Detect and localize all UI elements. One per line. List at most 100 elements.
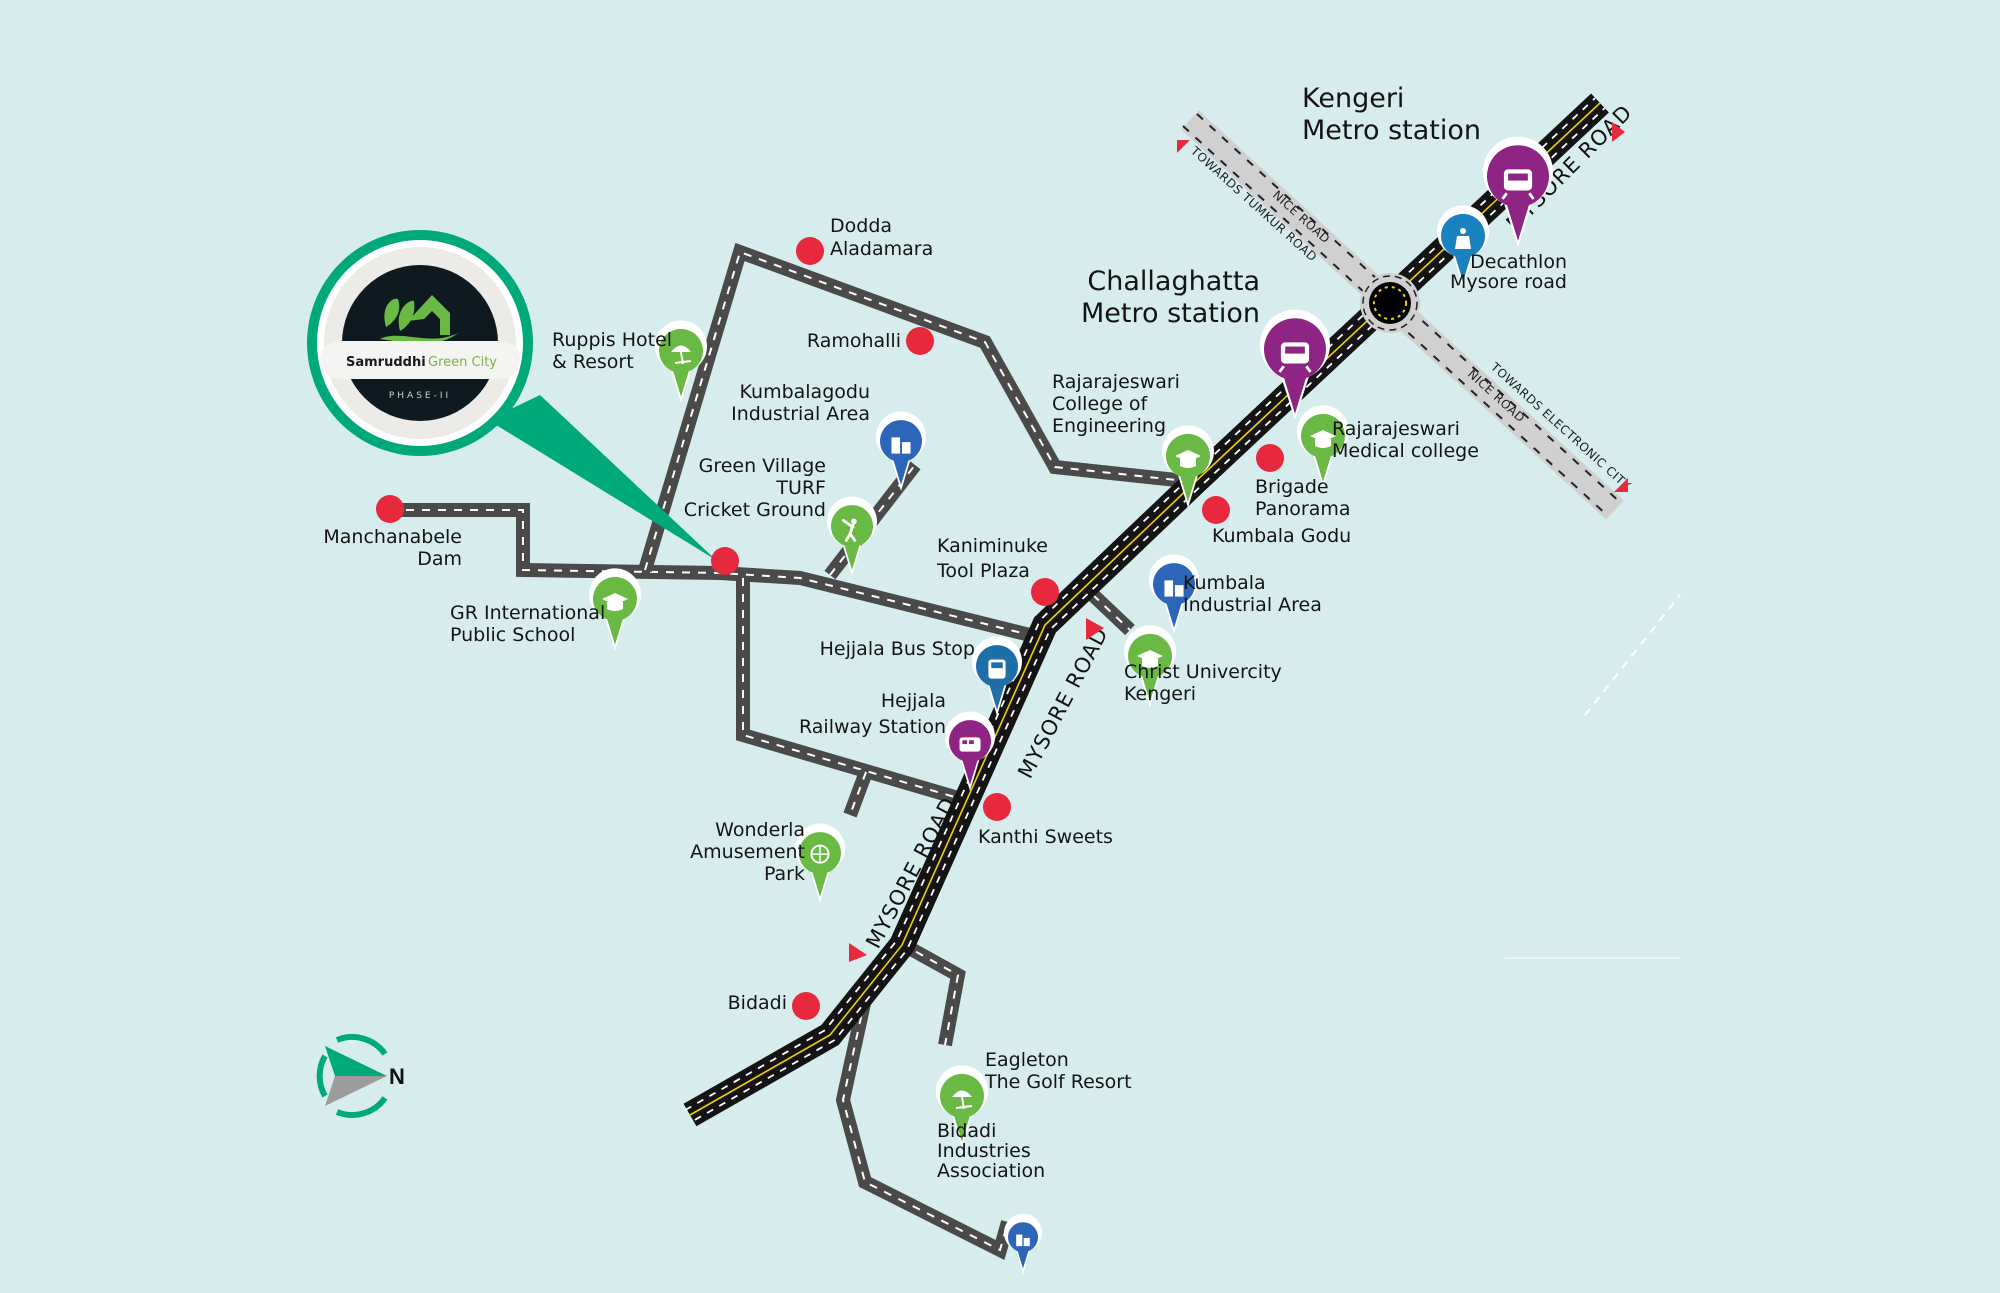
marker-dot-bidadi[interactable] bbox=[792, 992, 820, 1020]
minor-road bbox=[1088, 589, 1135, 636]
label-line: Medical college bbox=[1332, 440, 1479, 462]
pin-hejjala-rail[interactable] bbox=[945, 711, 995, 791]
pin-ruppis[interactable] bbox=[655, 320, 707, 403]
label-line: Hejjala bbox=[881, 690, 946, 712]
label-line: Kumbala bbox=[1183, 572, 1266, 594]
pin-wonderla[interactable] bbox=[795, 823, 845, 903]
graduation-cap-icon bbox=[1310, 430, 1336, 448]
label-line: The Golf Resort bbox=[984, 1071, 1132, 1093]
pin-kengeri-metro[interactable] bbox=[1483, 136, 1553, 247]
logo-name-bold: Samruddhi bbox=[346, 355, 426, 370]
label-line: GR International bbox=[450, 602, 605, 624]
label-line: Hejjala Bus Stop bbox=[820, 638, 975, 660]
label-line: Metro station bbox=[1081, 298, 1260, 329]
logo-name-accent: Green City bbox=[428, 355, 497, 370]
marker-dot-manchanabele[interactable] bbox=[376, 495, 404, 523]
minor-road bbox=[835, 983, 1015, 1261]
beach-umbrella-icon bbox=[671, 345, 692, 365]
landmark-dots bbox=[376, 237, 1284, 1020]
pin-hejjala-bus[interactable] bbox=[972, 636, 1022, 716]
marker-dot-ramohalli[interactable] bbox=[906, 327, 934, 355]
label-line: & Resort bbox=[552, 351, 634, 373]
direction-arrow-mysore-south bbox=[849, 943, 867, 962]
label-line: TURF bbox=[775, 477, 826, 499]
label-line: Ramohalli bbox=[807, 330, 901, 352]
label-line: Tool Plaza bbox=[936, 560, 1030, 582]
label-line: Bidadi bbox=[937, 1120, 996, 1142]
label-line: Kaniminuke bbox=[937, 535, 1048, 557]
label-line: Eagleton bbox=[985, 1049, 1069, 1071]
label-line: Kengeri bbox=[1124, 683, 1196, 705]
minor-road-centerline bbox=[901, 943, 960, 1046]
marker-dot-project-site[interactable] bbox=[711, 547, 739, 575]
label-line: Industrial Area bbox=[731, 403, 870, 425]
label-line: Rajarajeswari bbox=[1052, 371, 1180, 393]
label-line: Green Village bbox=[699, 455, 826, 477]
metro-train-icon bbox=[1278, 342, 1312, 373]
logo-name-banner bbox=[320, 341, 520, 379]
direction-arrow-mysore-mid bbox=[1086, 618, 1104, 640]
label-line: Brigade bbox=[1255, 476, 1329, 498]
marker-dot-brigade-panorama[interactable] bbox=[1256, 444, 1284, 472]
highway-centerline bbox=[689, 102, 1601, 1116]
label-bidadi: Bidadi bbox=[728, 992, 787, 1014]
minor-road-centerline bbox=[849, 771, 867, 816]
label-line: Public School bbox=[450, 624, 575, 646]
label-line: Bidadi bbox=[728, 992, 787, 1014]
pin-challaghatta-metro[interactable] bbox=[1260, 309, 1330, 420]
label-line: Kanthi Sweets bbox=[978, 826, 1113, 848]
marker-dot-dodda-aladamara[interactable] bbox=[796, 237, 824, 265]
label-line: Association bbox=[937, 1160, 1045, 1182]
label-line: Mysore road bbox=[1450, 271, 1567, 293]
graduation-cap-icon bbox=[602, 593, 628, 611]
label-line: Panorama bbox=[1255, 498, 1351, 520]
pin-green-village[interactable] bbox=[827, 496, 877, 576]
train-icon bbox=[959, 737, 981, 752]
label-line: Engineering bbox=[1052, 415, 1166, 437]
label-line: Wonderla bbox=[715, 819, 805, 841]
marker-dot-kanthi-sweets[interactable] bbox=[983, 793, 1011, 821]
label-line: Kengeri bbox=[1302, 83, 1404, 114]
label-hejjala-bus: Hejjala Bus Stop bbox=[820, 638, 975, 660]
logo-phase: PHASE-II bbox=[389, 391, 451, 401]
pin-decathlon[interactable] bbox=[1437, 205, 1489, 288]
marker-dot-kaniminuke[interactable] bbox=[1031, 578, 1059, 606]
direction-arrow-tumkur bbox=[1177, 140, 1190, 153]
marker-dot-kumbala-godu[interactable] bbox=[1202, 496, 1230, 524]
label-line: Dam bbox=[417, 548, 462, 570]
pin-christ-university[interactable] bbox=[1124, 625, 1176, 708]
pin-kumbala-industrial[interactable] bbox=[1149, 554, 1199, 634]
pin-eagleton[interactable] bbox=[936, 1065, 988, 1148]
label-line: Challaghatta bbox=[1087, 266, 1260, 297]
minor-road-centerline bbox=[644, 250, 1196, 571]
pin-rr-medical[interactable] bbox=[1297, 405, 1349, 488]
roundabout bbox=[1360, 273, 1420, 333]
label-kumbala-godu: Kumbala Godu bbox=[1212, 525, 1351, 547]
compass-arrow-lower bbox=[325, 1076, 387, 1106]
project-logo-badge[interactable]: Samruddhi Green City PHASE-II bbox=[307, 230, 533, 456]
label-line: Christ Univercity bbox=[1124, 661, 1282, 683]
pin-rr-engineering[interactable] bbox=[1162, 425, 1214, 508]
pin-bidadi-industries[interactable] bbox=[1004, 1213, 1042, 1275]
pin-kumbalagodu-industrial[interactable] bbox=[876, 411, 926, 491]
label-line: Manchanabele bbox=[323, 526, 462, 548]
north-label: N bbox=[389, 1064, 405, 1089]
label-line: Decathlon bbox=[1470, 251, 1567, 273]
label-line: Rajarajeswari bbox=[1332, 418, 1460, 440]
pin-gr-school[interactable] bbox=[589, 568, 641, 651]
label-ruppis: Ruppis Hotel& Resort bbox=[552, 329, 672, 373]
beach-umbrella-icon bbox=[952, 1090, 973, 1110]
label-line: Park bbox=[764, 863, 805, 885]
label-line: Industries bbox=[937, 1140, 1031, 1162]
